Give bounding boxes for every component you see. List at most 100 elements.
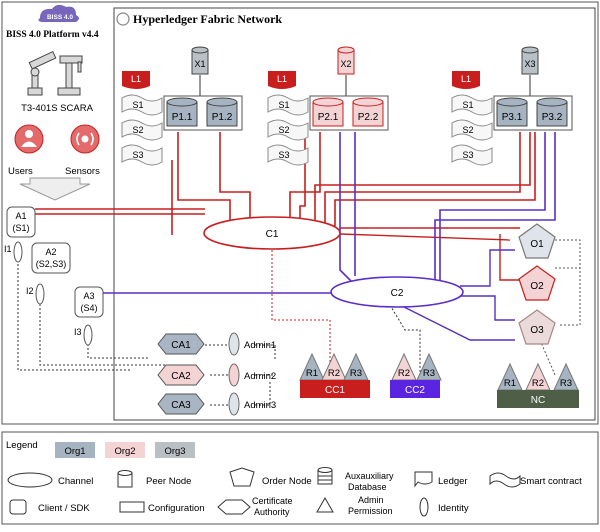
permission-label: R2: [532, 378, 544, 389]
aux-db-label: X2: [340, 59, 351, 69]
peer-label: P2.1: [318, 112, 339, 123]
legend-org-label: Org3: [164, 446, 185, 457]
peer-node-P3-2: P3.2: [536, 97, 568, 127]
ledger-label: L1: [461, 74, 471, 84]
sensors-icon: [70, 124, 100, 154]
smart-contract-s3: S3: [451, 144, 493, 166]
smart-contract-s2: S2: [121, 119, 163, 141]
permission-label: R1: [306, 368, 318, 379]
legend-ca-1: Certificate: [252, 496, 293, 506]
config-label: CC2: [405, 385, 425, 396]
config-label: NC: [531, 395, 545, 406]
legend-orgs: Org1 Org2 Org3: [55, 442, 195, 458]
smart-contract-s1: S1: [121, 94, 163, 116]
admin-label: Admin3: [244, 400, 276, 411]
ca-ca3: CA3: [157, 393, 205, 415]
input-arrow: [19, 177, 91, 201]
auxdb-legend-icon: [317, 467, 333, 485]
peer-node-P3-1: P3.1: [496, 97, 528, 127]
peer-legend-icon: [117, 470, 133, 488]
svg-text:C1: C1: [266, 229, 279, 240]
contract-legend-icon: [489, 472, 521, 488]
aux-db-label: X1: [194, 59, 205, 69]
permission-label: R2: [398, 368, 410, 379]
legend-order: Order Node: [262, 476, 312, 487]
smart-contract-s2: S2: [267, 119, 309, 141]
order-label: O1: [530, 239, 544, 250]
legend-org-2: Org2: [105, 442, 145, 458]
contract-label: S2: [278, 125, 289, 135]
legend-ledger: Ledger: [438, 476, 468, 487]
client-a2: A2 (S2,S3): [31, 242, 71, 274]
client-label: A1: [15, 211, 26, 221]
cloud-icon: [38, 4, 79, 22]
peer-node-P1-1: P1.1: [166, 97, 198, 127]
platform-panel: BISS 4.0 BISS 4.0 Platform v4.4 T3-401S …: [6, 4, 100, 201]
smart-contract-s3: S3: [267, 144, 309, 166]
ledger-label: L1: [131, 74, 141, 84]
peer-label: P3.1: [502, 112, 523, 123]
ca-label: CA2: [171, 371, 191, 382]
client-sub-label: (S4): [80, 303, 97, 313]
identity-i1: I1: [4, 241, 23, 263]
identity-label: I3: [74, 327, 82, 337]
network-title: Hyperledger Fabric Network: [133, 12, 282, 26]
ca-legend-icon: [217, 499, 251, 515]
clients: A1(S1) I1 A2 (S2,S3) I2 A3 (S4) I3: [4, 206, 104, 346]
smart-contract-s2: S2: [451, 119, 493, 141]
permission-label: R3: [560, 378, 572, 389]
ledger-2: L1: [268, 71, 296, 89]
ledger-legend-icon: [414, 471, 433, 488]
smart-contract-s1: S1: [451, 94, 493, 116]
contract-label: S3: [462, 150, 473, 160]
order-label: O3: [530, 325, 544, 336]
legend-org-label: Org1: [64, 446, 85, 457]
ca-ca2: CA2: [157, 364, 205, 386]
legend-title: Legend: [6, 440, 38, 451]
peer-label: P1.2: [212, 112, 233, 123]
legend-auxdb-2: Database: [348, 482, 387, 492]
config-legend-icon: [119, 501, 145, 513]
client-a1: A1(S1): [6, 206, 36, 238]
robot-label: T3-401S SCARA: [21, 103, 93, 114]
order-node-o3: O3: [518, 309, 556, 345]
identity-legend-icon: [419, 497, 429, 517]
contract-label: S3: [132, 150, 143, 160]
legend-config: Configuration: [148, 503, 205, 514]
fabric-logo-icon: [116, 12, 130, 26]
sensors-label: Sensors: [65, 166, 100, 177]
legend-org-1: Org1: [55, 442, 95, 458]
client-label: A3: [83, 291, 94, 301]
robot-icon: [27, 50, 83, 96]
permission-label: R2: [328, 368, 340, 379]
identity-label: I1: [4, 244, 12, 254]
smart-contract-s3: S3: [121, 144, 163, 166]
client-legend-icon: [9, 499, 27, 515]
platform-badge: BISS 4.0: [47, 14, 73, 21]
identity-i3: I3: [74, 324, 93, 346]
legend-admin-1: Admin: [358, 495, 384, 505]
identity-i2: I2: [26, 283, 45, 305]
ca-label: CA3: [171, 400, 191, 411]
legend-contract: Smart contract: [520, 476, 582, 487]
contract-label: S1: [132, 100, 143, 110]
order-node-o1: O1: [518, 223, 556, 259]
client-sub-label: (S2,S3): [36, 259, 67, 269]
ca-ca1: CA1: [157, 333, 205, 355]
legend-peer: Peer Node: [146, 476, 191, 487]
channel-c2: C2: [330, 276, 464, 308]
client-label: A2: [45, 247, 56, 257]
permission-label: R3: [423, 368, 435, 379]
aux-db-3: X3: [521, 46, 539, 75]
legend-org-3: Org3: [155, 442, 195, 458]
contract-label: S2: [132, 125, 143, 135]
admin-legend-icon: [316, 496, 334, 513]
